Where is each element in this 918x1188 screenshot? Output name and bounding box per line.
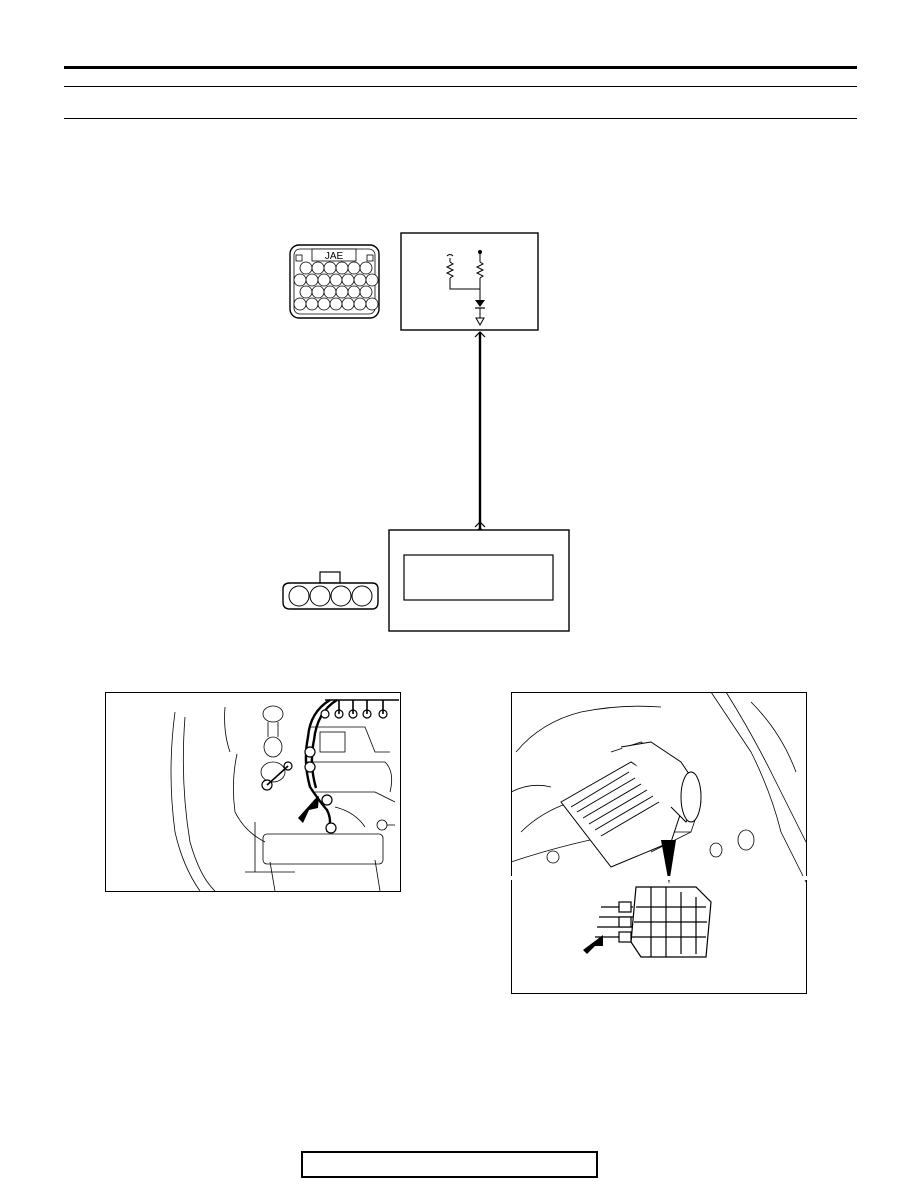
connector-arrow-icon <box>583 935 603 954</box>
engine-harness-illustration <box>105 692 401 892</box>
four-pin-connector-icon <box>282 571 379 610</box>
jae-connector-icon: JAE <box>289 244 380 319</box>
ecu-module-icon <box>595 886 712 958</box>
signal-wire <box>474 331 486 555</box>
ecu-connector-illustration <box>511 692 807 994</box>
sensor-component-box <box>388 529 570 632</box>
control-module-box <box>400 232 539 331</box>
header-rule-thick <box>64 66 857 69</box>
wiring-diagram: JAE <box>282 232 570 632</box>
connector-label: JAE <box>325 251 344 262</box>
location-arrow-icon <box>298 796 319 823</box>
header-rule-lower <box>64 118 857 119</box>
footer-box <box>301 1151 598 1178</box>
header-rule-upper <box>64 86 857 87</box>
